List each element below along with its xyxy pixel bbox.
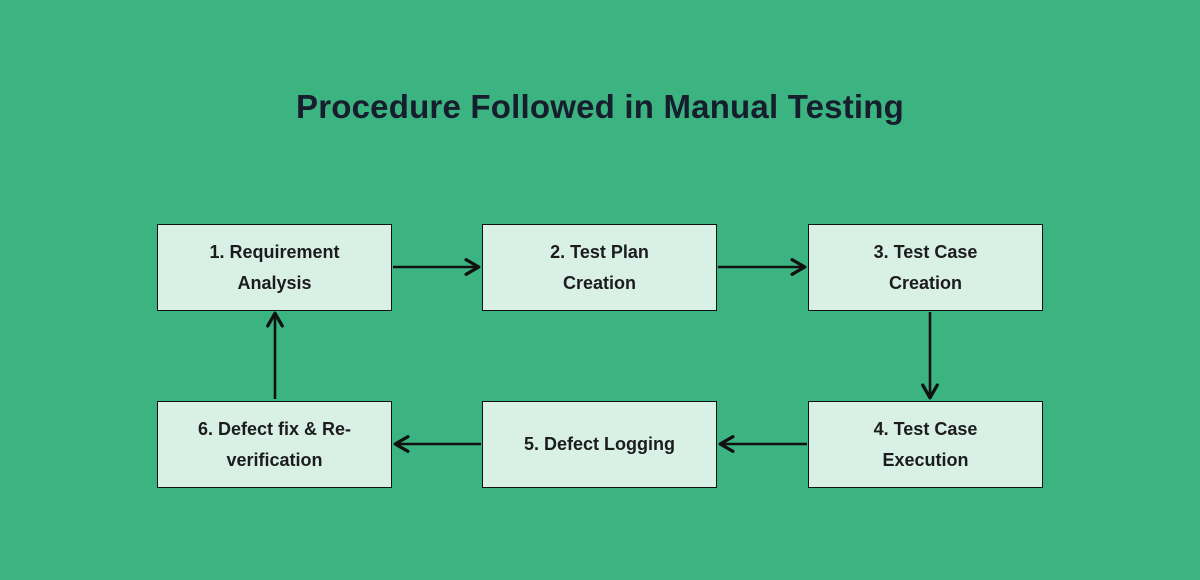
step-label-line: 2. Test Plan bbox=[550, 241, 649, 262]
step-label-line: Execution bbox=[882, 449, 969, 470]
step-label-line: Creation bbox=[888, 272, 962, 293]
step-label-line: 3. Test Case bbox=[873, 241, 978, 262]
step-box-defect-fix-reverification: 6. Defect fix & Re- verification bbox=[157, 401, 392, 488]
step-label-line: 4. Test Case bbox=[873, 418, 978, 439]
step-box-requirement-analysis: 1. Requirement Analysis bbox=[157, 224, 392, 311]
step-label-line: Analysis bbox=[237, 272, 312, 293]
step-label-line: verification bbox=[226, 449, 323, 470]
page-title: Procedure Followed in Manual Testing bbox=[296, 88, 904, 125]
step-box-test-case-execution: 4. Test Case Execution bbox=[808, 401, 1043, 488]
step-box-test-plan-creation: 2. Test Plan Creation bbox=[482, 224, 717, 311]
step-label-line: 6. Defect fix & Re- bbox=[197, 418, 352, 439]
step-label-line: 5. Defect Logging bbox=[523, 434, 675, 454]
step-box-defect-logging: 5. Defect Logging bbox=[482, 401, 717, 488]
step-label-line: Creation bbox=[562, 272, 636, 293]
step-label-line: 1. Requirement bbox=[209, 241, 340, 262]
step-box-test-case-creation: 3. Test Case Creation bbox=[808, 224, 1043, 311]
